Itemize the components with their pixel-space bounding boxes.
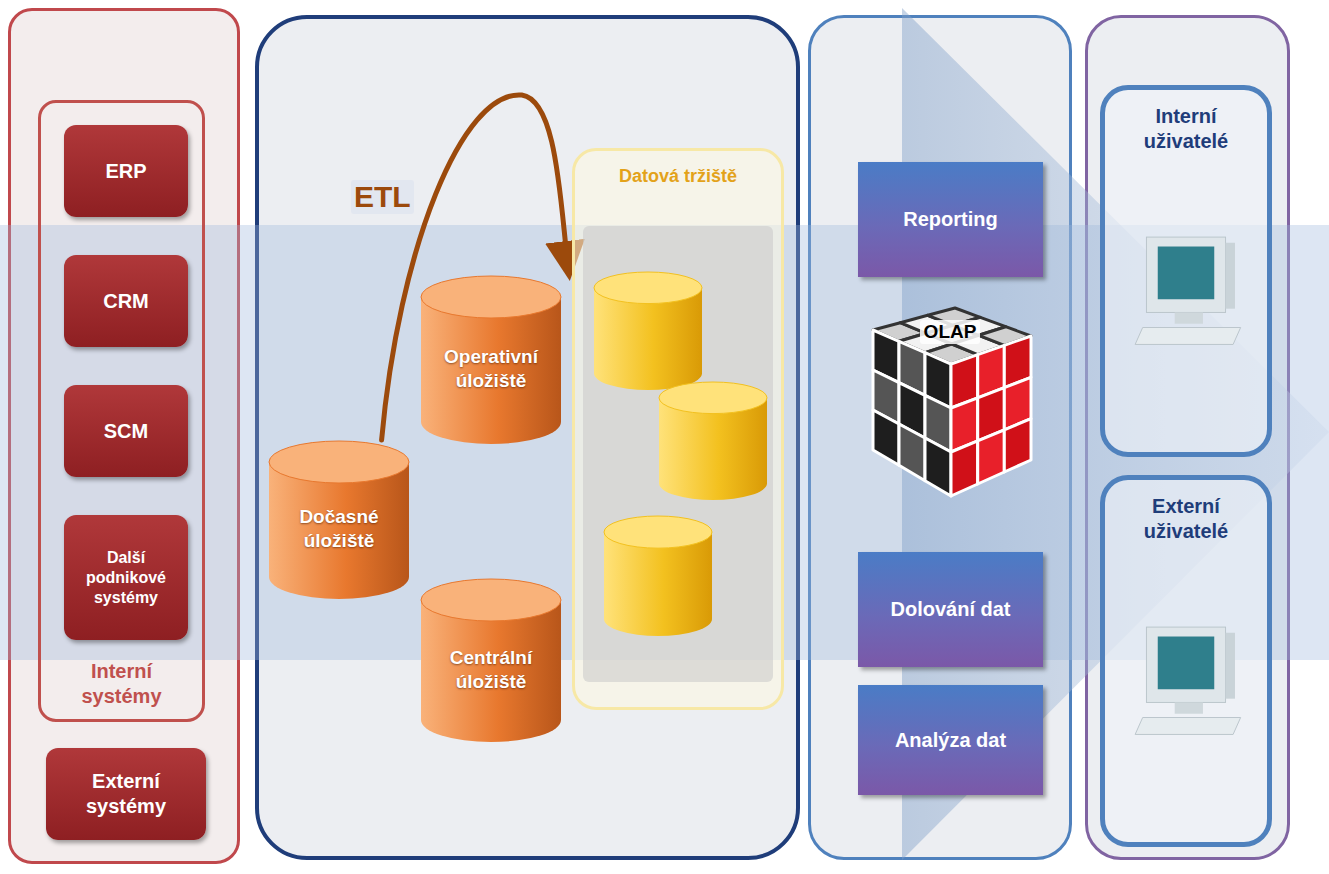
storage-cylinder: Centrální úložiště [420,578,562,743]
edge-label: ETL [351,180,414,214]
tool-box: Dolování dat [858,552,1043,667]
system-box: Další podnikové systémy [64,515,188,640]
node-label: Operativní úložiště [426,345,556,393]
node-label: CRM [103,289,149,314]
node-label: Dolování dat [891,597,1011,622]
tool-box: Reporting [858,162,1043,277]
olap-cube: OLAP [855,300,1045,505]
system-group: Interní systémy ERP CRM SCM Další podnikové … [38,100,205,722]
node-label: ERP [105,159,146,184]
node-label: Externí systémy [66,769,186,819]
node-label: Centrální úložiště [426,646,556,694]
node-label: Reporting [903,207,997,232]
node-label: SCM [104,419,148,444]
node-label: Externí uživatelé [1121,494,1251,544]
user-group: Externí uživatelé [1100,475,1272,847]
node-label: OLAP [920,320,981,344]
node-label: Interní uživatelé [1121,104,1251,154]
system-box: Externí systémy [46,748,206,840]
system-box: ERP [64,125,188,217]
node-label: Interní systémy [67,659,177,709]
node-label: Analýza dat [895,728,1006,753]
user-group: Interní uživatelé [1100,85,1272,457]
storage-cylinder: Operativní úložiště [420,275,562,445]
data-mart-group: Datová tržiště [572,148,784,710]
node-label: Datová tržiště [619,165,737,188]
storage-cylinder: Dočasné úložiště [268,440,410,600]
system-box: SCM [64,385,188,477]
system-box: CRM [64,255,188,347]
node-label: Další podnikové systémy [76,548,176,608]
data-mart-cylinders [575,151,781,707]
node-label: Dočasné úložiště [279,505,399,553]
tool-box: Analýza dat [858,685,1043,795]
